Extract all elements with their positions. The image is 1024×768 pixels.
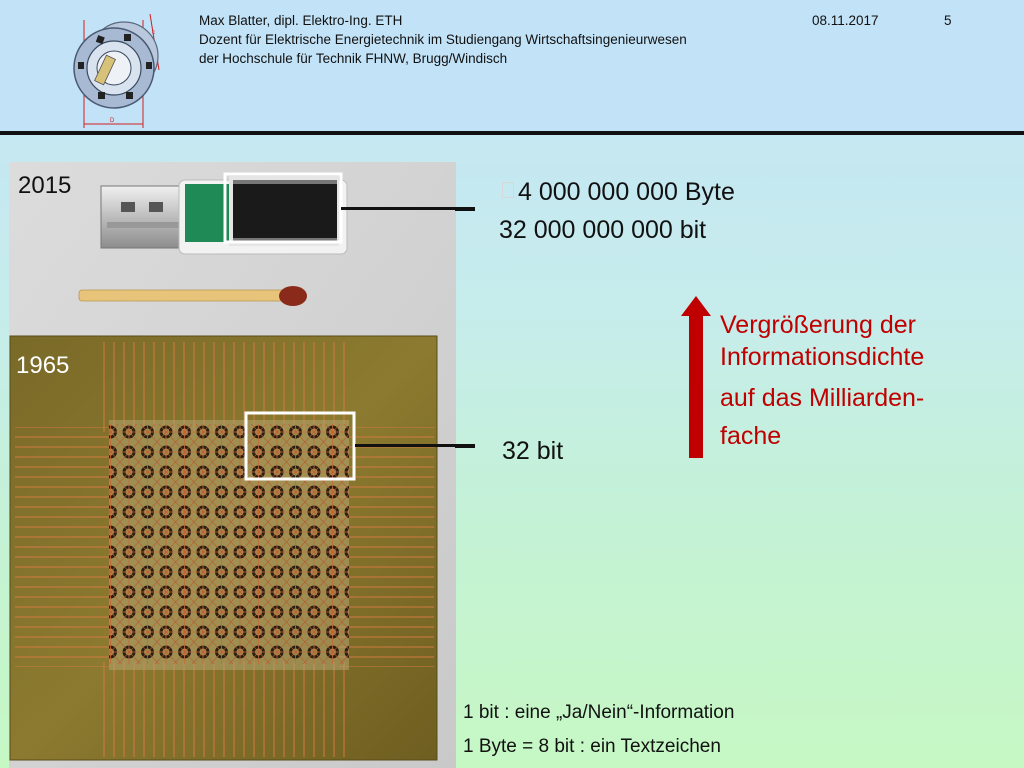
core-memory-board [9,335,438,761]
year-2015: 2015 [18,172,72,199]
connector-2015 [341,207,462,210]
memory-comparison-photo [9,162,456,768]
up-arrow-icon [681,296,711,458]
year-1965: 1965 [16,352,70,379]
bytes-2015-label: 4 000 000 000 Byte [502,178,735,207]
placeholder-box-icon [502,182,514,198]
matchstick [78,286,307,306]
page-number: 5 [944,13,952,28]
position-line: Dozent für Elektrische Energietechnik im… [199,32,687,47]
institution-line: der Hochschule für Technik FHNW, Brugg/W… [199,51,508,66]
svg-text:D: D [110,118,115,124]
author-line: Max Blatter, dipl. Elektro-Ing. ETH [199,13,403,28]
increase-line-3: auf das Milliarden- [720,384,925,412]
header-divider [0,131,1024,135]
connector-1965-tick [455,444,475,448]
header-band [0,0,1024,134]
motor-cross-section-logo: D c [73,13,160,128]
usb-stick [100,172,348,255]
svg-text:c: c [152,30,155,36]
bit-definition: 1 bit : eine „Ja/Nein“-Information [463,702,735,723]
slide-date: 08.11.2017 [812,13,879,28]
increase-line-2: Informationsdichte [720,343,925,371]
increase-line-4: fache [720,422,782,450]
bits-1965-label: 32 bit [502,437,564,465]
increase-line-1: Vergrößerung der [720,311,916,339]
byte-definition: 1 Byte = 8 bit : ein Textzeichen [463,736,721,757]
bits-2015-label: 32 000 000 000 bit [499,216,707,244]
connector-2015-tick [455,207,475,211]
connector-1965 [355,444,462,447]
